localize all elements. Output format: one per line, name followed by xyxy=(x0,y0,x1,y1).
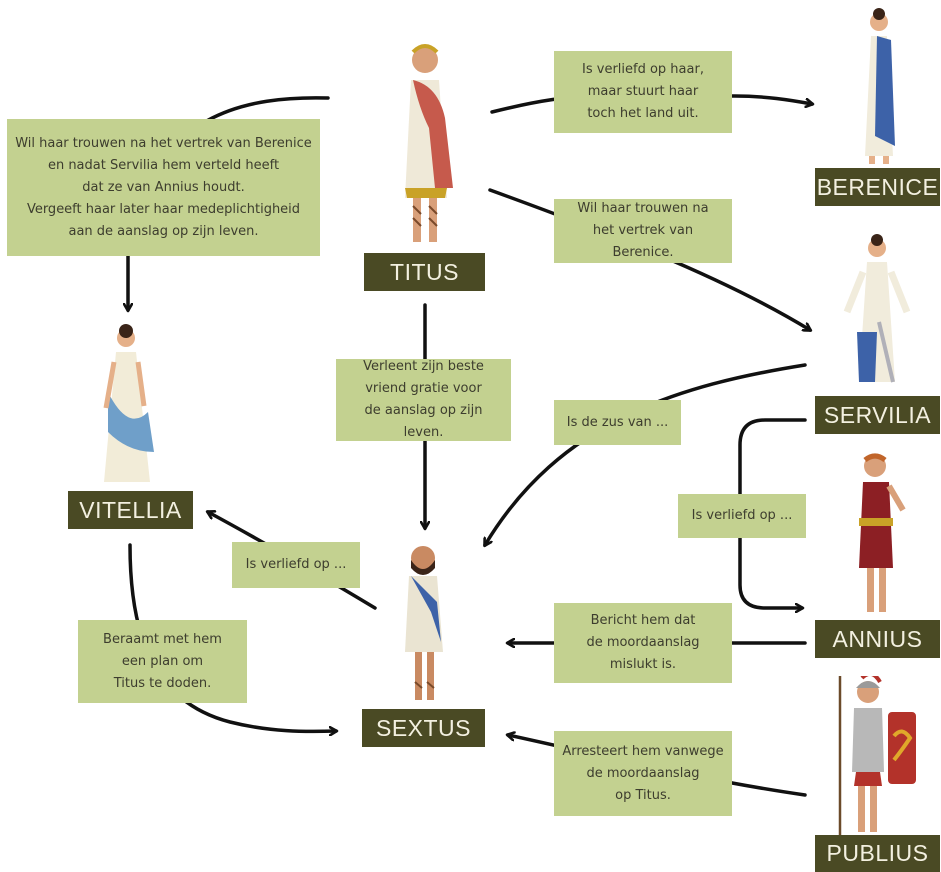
name-vitellia: VITELLIA xyxy=(68,491,193,529)
berenice-figure xyxy=(865,8,895,164)
annius-figure xyxy=(859,453,906,612)
sextus-figure xyxy=(405,546,443,700)
relation-vitellia-sextus: Beraamt met hem een plan om Titus te dod… xyxy=(78,620,247,703)
arrow-vitellia-sextus xyxy=(128,543,336,731)
servilia-figure xyxy=(843,234,911,383)
titus-figure xyxy=(405,44,453,242)
name-sextus: SEXTUS xyxy=(362,709,485,747)
relation-titus-vitellia: Wil haar trouwen na het vertrek van Bere… xyxy=(7,119,320,256)
relation-sextus-vitellia: Is verliefd op ... xyxy=(232,542,360,588)
relation-titus-sextus: Verleent zijn beste vriend gratie voor d… xyxy=(336,359,511,441)
publius-figure xyxy=(838,676,916,836)
vitellia-figure xyxy=(103,324,154,482)
relation-servilia-sextus: Is de zus van ... xyxy=(554,400,681,445)
relation-annius-sextus: Bericht hem dat de moordaanslag mislukt … xyxy=(554,603,732,683)
relation-publius-sextus: Arresteert hem vanwege de moordaanslag o… xyxy=(554,731,732,816)
name-publius: PUBLIUS xyxy=(815,835,940,872)
name-annius: ANNIUS xyxy=(815,620,940,658)
relation-servilia-annius: Is verliefd op ... xyxy=(678,494,806,538)
name-titus: TITUS xyxy=(364,253,485,291)
relation-titus-servilia: Wil haar trouwen na het vertrek van Bere… xyxy=(554,199,732,263)
relation-titus-berenice: Is verliefd op haar, maar stuurt haar to… xyxy=(554,51,732,133)
name-servilia: SERVILIA xyxy=(815,396,940,434)
name-berenice: BERENICE xyxy=(815,168,940,206)
